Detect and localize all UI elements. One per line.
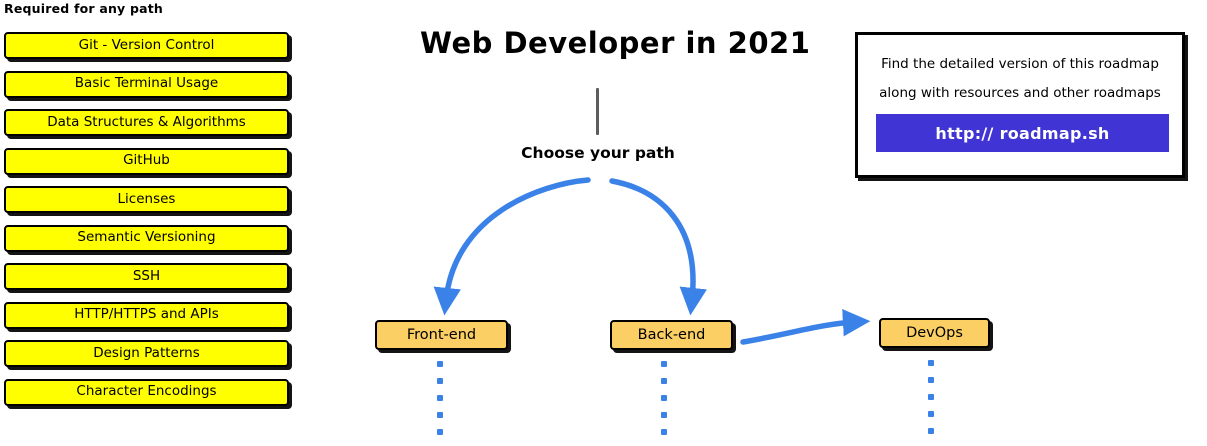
arrow-to-backend	[609, 178, 707, 316]
required-topic-label: Design Patterns	[93, 344, 200, 361]
title-stem-line	[596, 88, 599, 135]
required-topic-semantic-versioning[interactable]: Semantic Versioning	[4, 224, 289, 252]
roadmap-url-button[interactable]: http:// roadmap.sh	[876, 114, 1169, 152]
choose-your-path-label: Choose your path	[521, 144, 675, 162]
trail-dot	[437, 361, 443, 367]
path-node-label: Back-end	[637, 326, 706, 343]
required-topic-label: GitHub	[123, 152, 170, 169]
required-topic-label: SSH	[132, 267, 161, 284]
required-topic-label: HTTP/HTTPS and APIs	[74, 306, 219, 323]
dotted-trail-front-end	[437, 361, 443, 446]
trail-dot	[437, 395, 443, 401]
required-topic-github[interactable]: GitHub	[4, 147, 289, 175]
required-topic-licenses[interactable]: Licenses	[4, 186, 289, 213]
trail-dot	[661, 361, 667, 367]
dotted-trail-back-end	[661, 361, 667, 446]
trail-dot	[661, 412, 667, 418]
trail-dot	[928, 428, 934, 434]
required-topic-http-https-and-apis[interactable]: HTTP/HTTPS and APIs	[4, 301, 289, 329]
required-topic-data-structures-algorithms[interactable]: Data Structures & Algorithms	[4, 109, 289, 136]
required-topic-label: Licenses	[117, 190, 176, 207]
required-topic-basic-terminal-usage[interactable]: Basic Terminal Usage	[4, 70, 289, 98]
trail-dot	[928, 377, 934, 383]
trail-dot	[437, 412, 443, 418]
trail-dot	[437, 378, 443, 384]
promo-text-line-1: Find the detailed version of this roadma…	[881, 56, 1159, 72]
required-topic-label: Character Encodings	[76, 383, 217, 400]
required-topic-label: Git - Version Control	[78, 36, 215, 53]
dotted-trail-devops	[928, 360, 934, 445]
required-topic-label: Semantic Versioning	[77, 229, 216, 246]
trail-dot	[661, 395, 667, 401]
path-node-front-end[interactable]: Front-end	[375, 320, 508, 350]
path-node-devops[interactable]: DevOps	[879, 318, 990, 348]
required-topic-character-encodings[interactable]: Character Encodings	[4, 378, 289, 406]
roadmap-url-label: http:// roadmap.sh	[935, 123, 1110, 143]
promo-text-line-2: along with resources and other roadmaps	[879, 85, 1161, 101]
arrow-backend-to-devops	[740, 308, 871, 345]
path-node-back-end[interactable]: Back-end	[610, 320, 733, 350]
arrow-to-frontend	[433, 177, 591, 316]
trail-dot	[928, 360, 934, 366]
trail-dot	[437, 429, 443, 435]
required-topic-label: Basic Terminal Usage	[74, 75, 219, 92]
trail-dot	[928, 411, 934, 417]
roadmap-promo-card: Find the detailed version of this roadma…	[855, 32, 1185, 178]
required-topic-git-version-control[interactable]: Git - Version Control	[4, 32, 289, 59]
required-topic-ssh[interactable]: SSH	[4, 263, 289, 290]
required-topics-list: Git - Version Control Basic Terminal Usa…	[4, 32, 289, 417]
required-topic-design-patterns[interactable]: Design Patterns	[4, 340, 289, 367]
required-topic-label: Data Structures & Algorithms	[47, 113, 246, 130]
path-node-label: Front-end	[406, 326, 477, 343]
trail-dot	[661, 429, 667, 435]
trail-dot	[661, 378, 667, 384]
trail-dot	[928, 394, 934, 400]
page-title: Web Developer in 2021	[420, 26, 811, 60]
required-section-header: Required for any path	[4, 1, 164, 16]
path-node-label: DevOps	[906, 324, 963, 341]
